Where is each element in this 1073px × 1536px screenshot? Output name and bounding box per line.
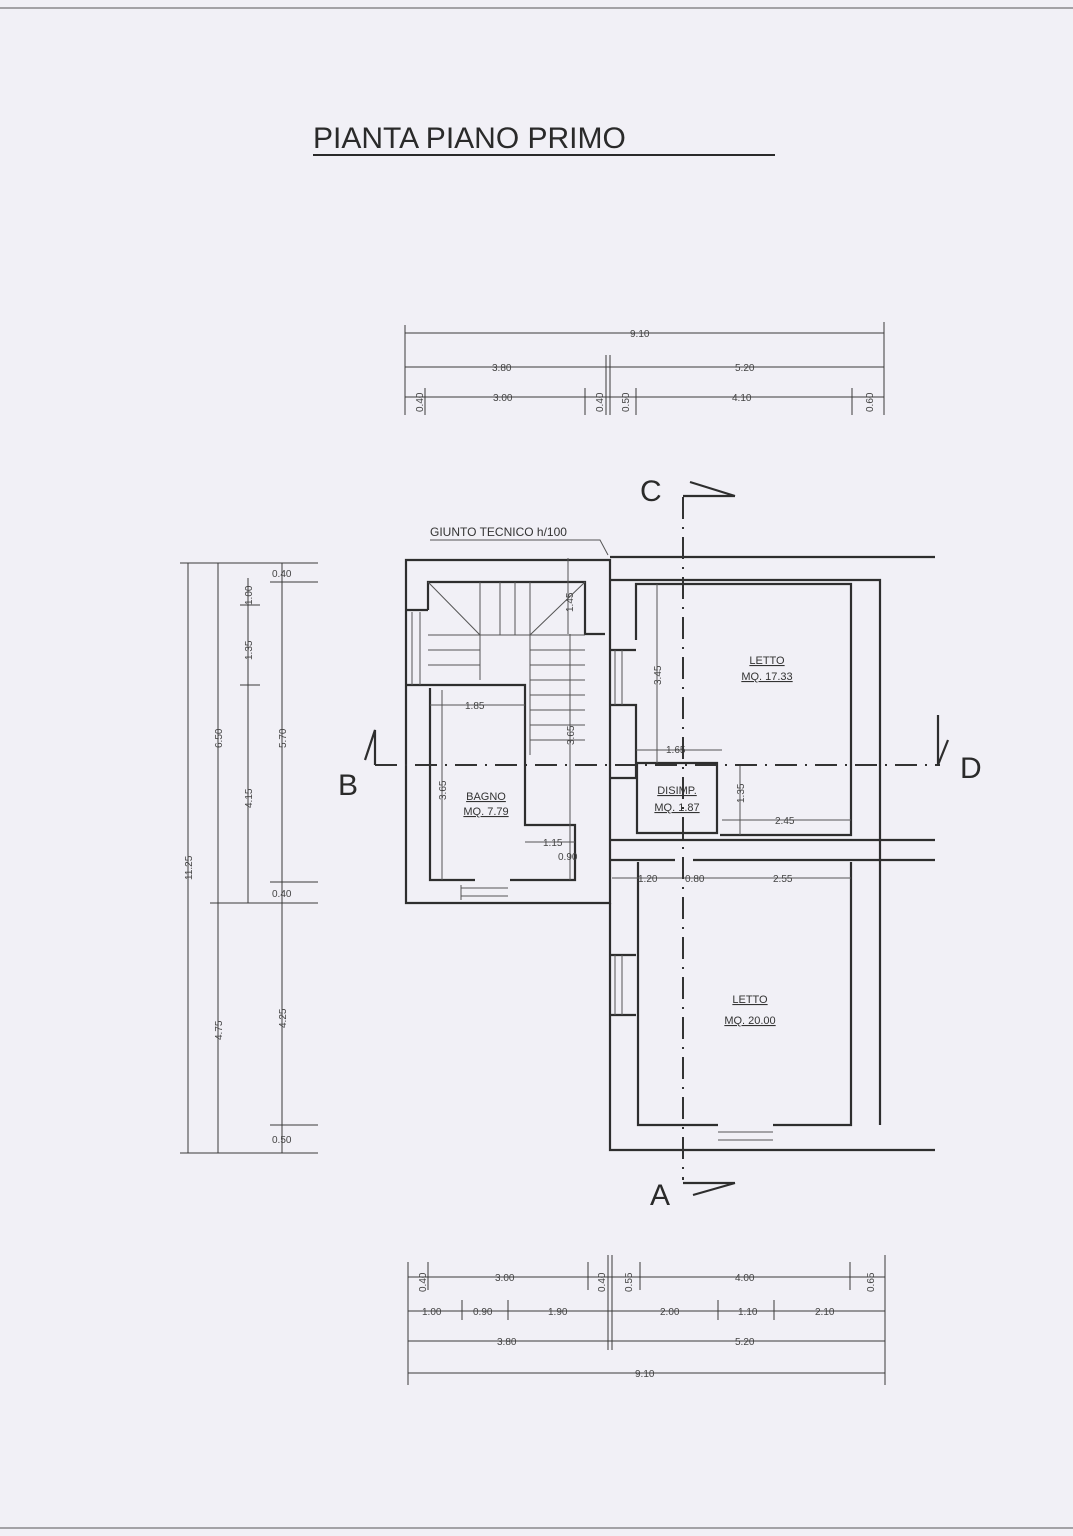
- section-arrow-b: [363, 729, 377, 765]
- section-label-b: B: [338, 769, 358, 802]
- dim-label: 5.70: [278, 728, 289, 748]
- room-letto1-area: MQ. 17.33: [741, 671, 792, 683]
- dim-label: 0.55: [624, 1272, 635, 1292]
- dim-label: 0.90: [558, 852, 578, 863]
- dim-label: 4.25: [278, 1008, 289, 1028]
- top-dimensions: 9.10 3.80 5.20 0.40 3.00 0.40 0.50 4.10 …: [404, 322, 885, 415]
- dim-label: 0.65: [866, 1272, 877, 1292]
- dim-label: 3.80: [492, 363, 512, 374]
- dim-label: 9.10: [635, 1369, 655, 1380]
- dim-label: 4.75: [214, 1020, 225, 1040]
- dim-label: 1.65: [666, 745, 686, 756]
- room-disimp-area: MQ. 1.87: [654, 802, 699, 814]
- dim-label: 0.80: [685, 874, 705, 885]
- section-label-c: C: [640, 475, 662, 508]
- dim-label: 5.20: [735, 363, 755, 374]
- bottom-dimensions: 0.40 3.00 0.40 0.55 4.00 0.65 1.00 0.90 …: [407, 1255, 886, 1385]
- room-bagno-name: BAGNO: [466, 791, 506, 803]
- dim-label: 0.50: [272, 1135, 292, 1146]
- section-arrow-d: [936, 715, 950, 766]
- left-dimensions: 11.25 6.50 4.75 1.00 1.35 4.15 0.40 5.70…: [180, 562, 318, 1154]
- dim-label: 0.40: [272, 889, 292, 900]
- dim-label: 4.10: [732, 393, 752, 404]
- dim-label: 1.00: [422, 1307, 442, 1318]
- dim-label: 1.45: [565, 592, 576, 612]
- dim-label: 1.35: [244, 640, 255, 660]
- technical-joint-note: GIUNTO TECNICO h/100: [430, 525, 567, 539]
- dim-label: 1.35: [736, 783, 747, 803]
- dim-label: 2.45: [775, 816, 795, 827]
- section-arrow-a: [683, 1181, 736, 1197]
- room-bagno-area: MQ. 7.79: [463, 806, 508, 818]
- dim-label: 0.90: [473, 1307, 493, 1318]
- room-letto2-name: LETTO: [732, 994, 768, 1006]
- room-letto1-name: LETTO: [749, 655, 785, 667]
- inner-dimension-lines: [430, 558, 851, 880]
- dim-label: 3.45: [653, 665, 664, 685]
- dim-label: 0.50: [621, 392, 632, 412]
- section-label-d: D: [960, 752, 982, 785]
- dim-label: 3.65: [438, 780, 449, 800]
- dim-label: 0.40: [415, 392, 426, 412]
- room-letto2-area: MQ. 20.00: [724, 1015, 775, 1027]
- dim-label: 2.00: [660, 1307, 680, 1318]
- dim-label: 3.80: [497, 1337, 517, 1348]
- dim-label: 4.15: [244, 788, 255, 808]
- plan-title: PIANTA PIANO PRIMO: [313, 122, 626, 155]
- dim-label: 9.10: [630, 329, 650, 340]
- dim-label: 11.25: [184, 855, 195, 880]
- stair-treads: [411, 581, 773, 1141]
- section-arrow-c: [683, 480, 736, 498]
- dim-label: 0.40: [595, 392, 606, 412]
- dim-label: 5.20: [735, 1337, 755, 1348]
- dim-label: 0.40: [418, 1272, 429, 1292]
- note-leader: [430, 539, 609, 556]
- dim-label: 2.10: [815, 1307, 835, 1318]
- dim-label: 1.20: [638, 874, 658, 885]
- dim-label: 4.00: [735, 1273, 755, 1284]
- dim-label: 1.15: [543, 838, 563, 849]
- dim-label: 1.90: [548, 1307, 568, 1318]
- dim-label: 0.40: [272, 569, 292, 580]
- dim-label: 0.40: [597, 1272, 608, 1292]
- dim-label: 2.55: [773, 874, 793, 885]
- dim-label: 1.00: [244, 585, 255, 605]
- dim-label: 1.10: [738, 1307, 758, 1318]
- dim-label: 3.65: [566, 725, 577, 745]
- room-disimp-name: DISIMP.: [657, 785, 697, 797]
- section-label-a: A: [650, 1179, 670, 1212]
- dim-label: 0.60: [865, 392, 876, 412]
- walls: [404, 555, 935, 1152]
- dim-label: 6.50: [214, 728, 225, 748]
- dim-label: 3.00: [493, 393, 513, 404]
- dim-label: 3.00: [495, 1273, 515, 1284]
- dim-label: 1.85: [465, 701, 485, 712]
